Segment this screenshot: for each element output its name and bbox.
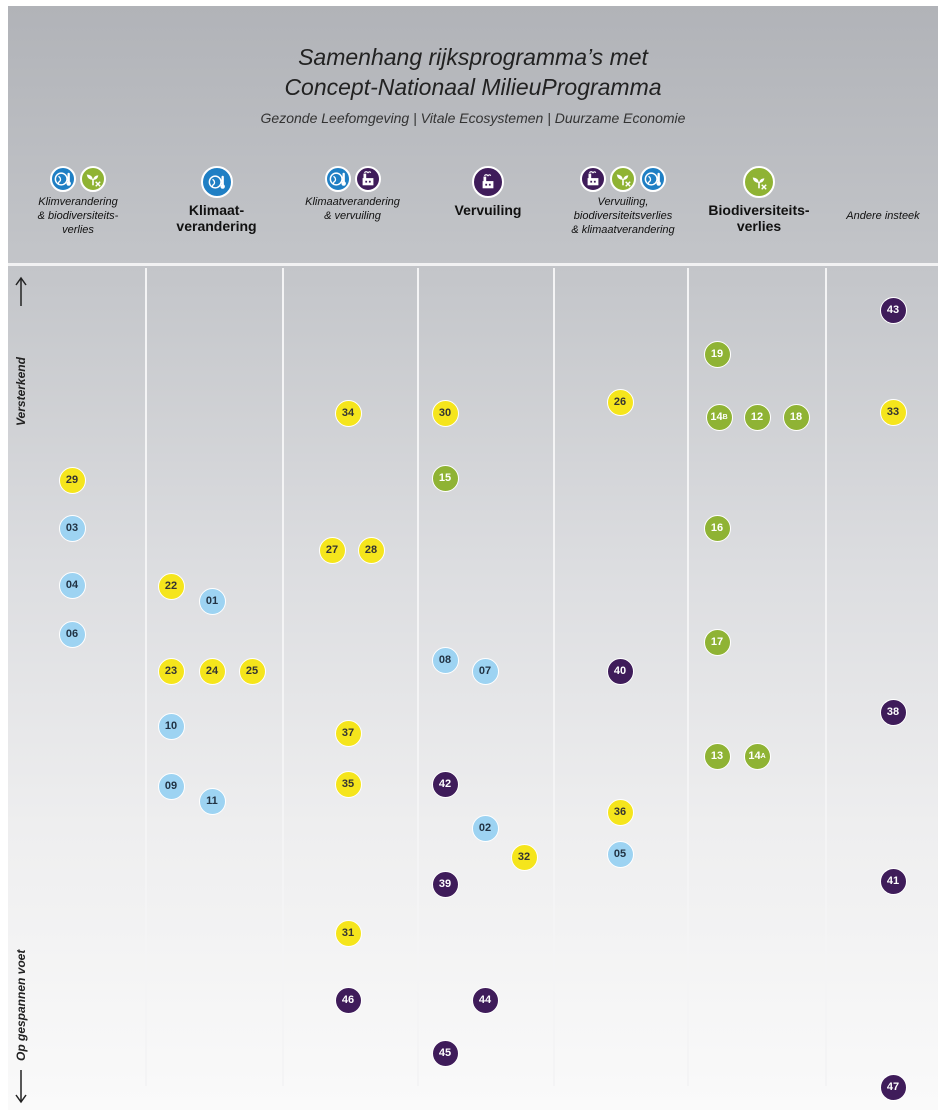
- programme-marker-02: 02: [471, 814, 499, 842]
- programme-marker-01: 01: [198, 587, 226, 615]
- programme-marker-39: 39: [431, 870, 459, 898]
- programme-marker-46: 46: [334, 986, 362, 1014]
- programme-marker-10: 10: [157, 712, 185, 740]
- pollution-icon: [354, 166, 381, 192]
- programme-marker-04: 04: [58, 571, 86, 599]
- programme-marker-17: 17: [703, 628, 731, 656]
- programme-marker-37: 37: [334, 719, 362, 747]
- programme-marker-27: 27: [318, 536, 346, 564]
- biodiversity-icon: [610, 166, 636, 192]
- programme-marker-22: 22: [157, 572, 185, 600]
- column-divider: [145, 268, 147, 1086]
- climate-icon: [324, 166, 351, 192]
- column-label: Vervuiling: [454, 202, 522, 218]
- column-icons: [690, 166, 828, 198]
- column-label: Vervuiling, biodiversiteitsverlies & kli…: [571, 196, 675, 236]
- column-header-5: Vervuiling, biodiversiteitsverlies & kli…: [556, 166, 690, 237]
- programme-marker-28: 28: [357, 536, 385, 564]
- axis-arrow: [15, 276, 27, 1104]
- title-line-2: Concept-Nationaal MilieuProgramma: [284, 74, 662, 100]
- subtitle: Gezonde Leefomgeving | Vitale Ecosysteme…: [260, 110, 686, 126]
- title-line-1: Samenhang rijksprogramma’s met: [298, 44, 648, 70]
- programme-marker-40: 40: [606, 657, 634, 685]
- column-icons: [148, 166, 285, 198]
- programme-marker-44: 44: [471, 986, 499, 1014]
- programme-marker-45: 45: [431, 1039, 459, 1067]
- column-header-6: Biodiversiteits- verlies: [690, 166, 828, 234]
- column-header-4: Vervuiling: [420, 166, 556, 218]
- programme-marker-03: 03: [58, 514, 86, 542]
- column-icons: [8, 166, 148, 192]
- column-icons: [285, 166, 420, 192]
- programme-marker-42: 42: [431, 770, 459, 798]
- pollution-icon: [472, 166, 504, 198]
- programme-marker-23: 23: [157, 657, 185, 685]
- programme-marker-38: 38: [879, 698, 907, 726]
- column-label: Biodiversiteits- verlies: [708, 202, 810, 235]
- programme-marker-31: 31: [334, 919, 362, 947]
- column-label: Klimverandering & biodiversiteits- verli…: [37, 196, 119, 236]
- column-label: Klimaat- verandering: [176, 202, 257, 235]
- programme-marker-29: 29: [58, 466, 86, 494]
- programme-marker-41: 41: [879, 867, 907, 895]
- column-header-2: Klimaat- verandering: [148, 166, 285, 234]
- column-divider: [687, 268, 689, 1086]
- programme-marker-35: 35: [334, 770, 362, 798]
- column-icons: [556, 166, 690, 192]
- programme-marker-24: 24: [198, 657, 226, 685]
- biodiversity-icon: [80, 166, 106, 192]
- programme-marker-09: 09: [157, 772, 185, 800]
- axis-label-versterkend: Versterkend: [14, 357, 28, 426]
- column-divider: [553, 268, 555, 1086]
- programme-marker-11: 11: [198, 787, 226, 815]
- axis-label-op-gespannen-voet: Op gespannen voet: [14, 949, 28, 1061]
- header-divider: [8, 263, 938, 266]
- programme-marker-07: 07: [471, 657, 499, 685]
- programme-marker-19: 19: [703, 340, 731, 368]
- diagram-canvas: Samenhang rijksprogramma’s met Concept-N…: [8, 6, 938, 1110]
- programme-marker-26: 26: [606, 388, 634, 416]
- column-divider: [282, 268, 284, 1086]
- climate-icon: [640, 166, 666, 192]
- programme-marker-34: 34: [334, 399, 362, 427]
- column-label: Andere insteek: [846, 210, 920, 222]
- programme-marker-16: 16: [703, 514, 731, 542]
- programme-marker-36: 36: [606, 798, 634, 826]
- programme-marker-32: 32: [510, 843, 538, 871]
- climate-icon: [50, 166, 76, 192]
- column-header-3: Klimaatverandering & vervuiling: [285, 166, 420, 224]
- column-header-1: Klimverandering & biodiversiteits- verli…: [8, 166, 148, 237]
- programme-marker-12: 12: [743, 403, 771, 431]
- column-header-7: Andere insteek: [828, 206, 938, 224]
- programme-marker-25: 25: [238, 657, 266, 685]
- column-divider: [417, 268, 419, 1086]
- programme-marker-15: 15: [431, 464, 459, 492]
- column-divider: [825, 268, 827, 1086]
- programme-marker-13: 13: [703, 742, 731, 770]
- column-label: Klimaatverandering & vervuiling: [305, 196, 400, 222]
- biodiversity-icon: [743, 166, 775, 198]
- column-icons: [420, 166, 556, 198]
- programme-marker-08: 08: [431, 646, 459, 674]
- programme-marker-05: 05: [606, 840, 634, 868]
- programme-marker-43: 43: [879, 296, 907, 324]
- climate-icon: [200, 166, 233, 198]
- programme-marker-33: 33: [879, 398, 907, 426]
- pollution-icon: [580, 166, 606, 192]
- programme-marker-06: 06: [58, 620, 86, 648]
- programme-marker-18: 18: [782, 403, 810, 431]
- programme-marker-47: 47: [879, 1073, 907, 1101]
- programme-marker-30: 30: [431, 399, 459, 427]
